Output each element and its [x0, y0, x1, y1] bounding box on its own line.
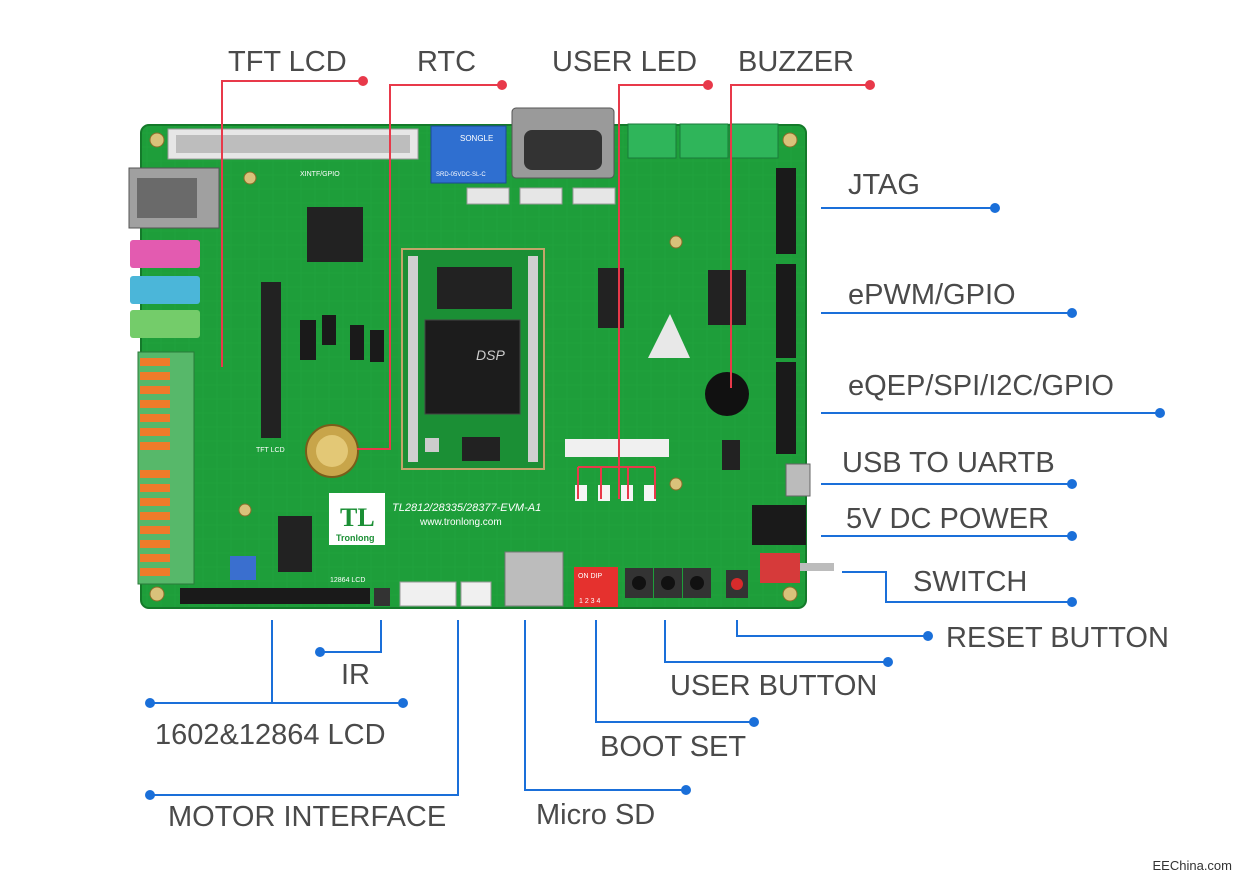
board-model: TL2812/28335/28377-EVM-A1: [392, 502, 541, 514]
ic-left-top: [307, 207, 363, 262]
ic-right-1: [598, 268, 624, 328]
sd-card-slot: [504, 551, 564, 607]
user-buttons: [625, 568, 711, 598]
label-strip: [565, 439, 669, 457]
bottom-header: [180, 588, 370, 604]
motor-connector-1: [399, 581, 457, 607]
silk-tft: TFT LCD: [256, 447, 285, 454]
motor-connector-2: [460, 581, 492, 607]
label-boot-set: BOOT SET: [600, 731, 747, 763]
label-switch: SWITCH: [913, 566, 1028, 598]
small-components-left: [300, 315, 384, 362]
ir-receiver: [374, 588, 390, 606]
label-user-led: USER LED: [552, 46, 698, 78]
brand-text: Tronlong: [336, 533, 375, 543]
label-buzzer: BUZZER: [738, 46, 854, 78]
uart-connector-1: [466, 187, 510, 205]
label-reset-button: RESET BUTTON: [946, 622, 1169, 654]
blue-leaders: [150, 207, 1160, 796]
blue-potentiometer: [230, 556, 256, 580]
red-leaders: [221, 80, 870, 499]
relay: SONGLE SRD-05VDC-SL-C: [430, 125, 507, 184]
rtc-battery: [305, 424, 359, 478]
label-motor-interface: MOTOR INTERFACE: [168, 801, 447, 833]
eqep-header: [776, 362, 796, 454]
label-usb-uartb: USB TO UARTB: [842, 447, 1055, 479]
ic-right-3: [722, 440, 740, 470]
dip-label: ON DIP: [578, 573, 602, 580]
boot-dip-switch: ON DIP 1 2 3 4: [574, 567, 618, 607]
epwm-header: [776, 264, 796, 358]
dc-jack: [752, 505, 806, 545]
label-rtc: RTC: [417, 46, 477, 78]
label-jtag: JTAG: [848, 169, 920, 201]
label-lcd-1602: 1602&12864 LCD: [155, 719, 386, 751]
xintf-header: [167, 128, 419, 160]
watermark: EEChina.com: [1152, 858, 1232, 873]
label-user-button: USER BUTTON: [670, 670, 878, 702]
jtag-header: [776, 168, 796, 254]
orange-terminal-strip: [137, 351, 195, 585]
ic-bottom-left: [278, 516, 312, 572]
tft-header: [261, 282, 281, 438]
label-eqep: eQEP/SPI/I2C/GPIO: [848, 370, 1114, 402]
red-dots: [358, 76, 875, 90]
dip-numbers: 1 2 3 4: [579, 598, 601, 605]
silk-12864: 12864 LCD: [330, 577, 365, 584]
reset-button-part: [726, 570, 748, 598]
silk-xintf: XINTF/GPIO: [300, 171, 340, 178]
uart-connector-3: [572, 187, 616, 205]
audio-jack-blue: [130, 276, 200, 304]
buzzer: [705, 372, 749, 416]
tronlong-logo: TL Tronlong: [329, 493, 385, 545]
label-micro-sd: Micro SD: [536, 799, 656, 831]
dsp-chip-label: DSP: [476, 347, 505, 363]
audio-jack-green: [130, 310, 200, 338]
db9-connector: [511, 107, 615, 179]
blue-dots: [145, 203, 1165, 800]
usb-connector: [785, 463, 811, 497]
esd-warning: [648, 314, 690, 358]
board-url: www.tronlong.com: [419, 517, 502, 528]
label-tft-lcd: TFT LCD: [228, 46, 347, 78]
dsp-core-board: DSP: [401, 248, 545, 470]
terminal-blocks: [627, 123, 779, 159]
uart-connector-2: [519, 187, 563, 205]
label-epwm-gpio: ePWM/GPIO: [848, 279, 1016, 311]
logo-text: TL: [340, 503, 375, 532]
label-ir: IR: [341, 659, 370, 691]
relay-brand: SONGLE: [460, 134, 493, 143]
ethernet-jack: [128, 167, 220, 229]
label-dc-power: 5V DC POWER: [846, 503, 1050, 535]
ic-right-2: [708, 270, 746, 325]
power-switch: [760, 553, 834, 583]
relay-model: SRD-05VDC-SL-C: [436, 172, 486, 178]
audio-jack-pink: [130, 240, 200, 268]
